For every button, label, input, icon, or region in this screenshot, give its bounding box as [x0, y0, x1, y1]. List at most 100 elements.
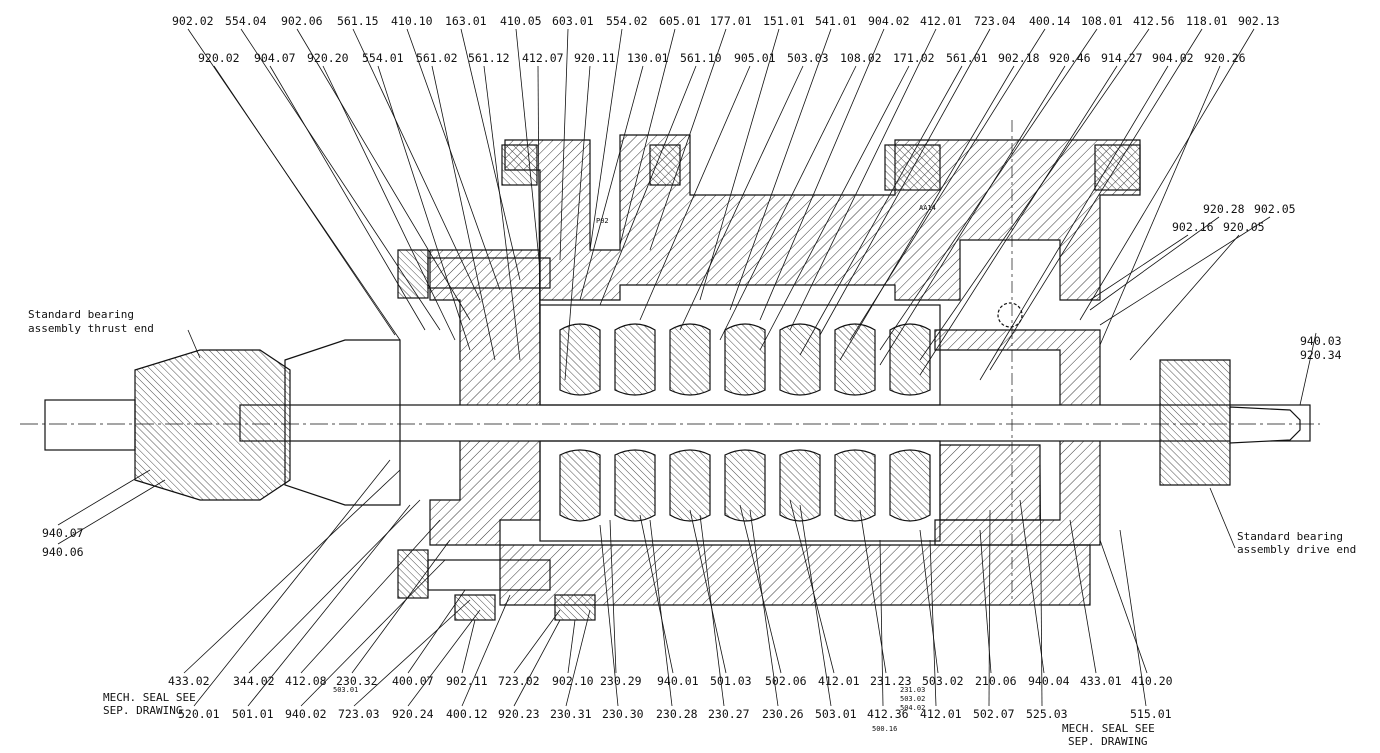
leader-line	[352, 28, 481, 301]
part-label-labels-top-row1-0: 902.02	[172, 14, 214, 28]
leader-line	[879, 539, 884, 707]
part-label-labels-right-0: 920.28	[1203, 202, 1245, 216]
discharge-flange-b	[1094, 144, 1141, 191]
part-label-labels-top-row1-10: 177.01	[710, 14, 752, 28]
part-label-labels-bottom-row1-17: 433.01	[1080, 674, 1122, 688]
leader-line	[649, 519, 673, 707]
part-label-labels-top-row1-18: 412.56	[1133, 14, 1175, 28]
part-label-labels-top-row2-0: 920.02	[198, 51, 240, 65]
part-label-labels-bottom-row1-10: 501.03	[710, 674, 752, 688]
leader-line	[789, 499, 835, 674]
suction-flange	[501, 144, 538, 186]
leader-line	[799, 65, 963, 356]
part-label-labels-top-row2-19: 920.26	[1204, 51, 1246, 65]
thrust-bracket	[284, 339, 401, 506]
leader-line	[1019, 499, 1045, 674]
leader-line	[919, 28, 1150, 361]
leader-line	[988, 509, 991, 707]
leader-line	[589, 28, 623, 251]
small-annotations: 503.01 231.03 503.02 504.02 500.16 P02 A…	[333, 204, 936, 733]
part-label-labels-top-row1-17: 108.01	[1081, 14, 1123, 28]
leader-line	[460, 28, 521, 281]
part-label-labels-bottom-row1-3: 230.32	[336, 674, 378, 688]
part-label-labels-top-row2-18: 904.02	[1152, 51, 1194, 65]
part-label-labels-bottom-row2-5: 400.12	[446, 707, 488, 721]
part-label-labels-top-row1-14: 412.01	[920, 14, 962, 28]
suction-cover	[429, 249, 541, 546]
part-label-labels-bottom-row2-9: 230.28	[656, 707, 698, 721]
part-label-labels-bottom-row1-18: 410.20	[1131, 674, 1173, 688]
leader-line	[1069, 519, 1097, 674]
part-label-labels-left-1: 940.06	[42, 545, 84, 559]
part-label-labels-top-row1-3: 561.15	[337, 14, 379, 28]
note-thrust-end-line2: assembly thrust end	[28, 322, 154, 335]
part-label-labels-right-2: 902.16	[1172, 220, 1214, 234]
note-drive-end-line1: Standard bearing	[1237, 530, 1343, 543]
part-label-labels-top-row1-5: 163.01	[445, 14, 487, 28]
leader-line	[799, 504, 832, 707]
part-label-labels-bottom-row2-1: 501.01	[232, 707, 274, 721]
shaft-right-taper	[1229, 406, 1301, 444]
leader-line	[919, 65, 1118, 376]
part-label-labels-bottom-row2-3: 723.03	[338, 707, 380, 721]
leader-line	[1299, 332, 1317, 406]
part-label-labels-bottom-row2-15: 502.07	[973, 707, 1015, 721]
part-label-labels-bottom-row2-11: 230.26	[762, 707, 804, 721]
leader-line	[749, 509, 779, 707]
part-label-labels-bottom-row1-5: 902.11	[446, 674, 488, 688]
part-label-labels-top-row2-5: 561.12	[468, 51, 510, 65]
part-label-labels-top-row2-3: 554.01	[362, 51, 404, 65]
part-label-labels-top-row1-6: 410.05	[500, 14, 542, 28]
stage-stack	[539, 304, 941, 542]
part-label-labels-bottom-row1-12: 412.01	[818, 674, 860, 688]
leader-line	[689, 509, 727, 674]
leader-line	[407, 609, 481, 707]
part-label-labels-bottom-row2-14: 412.01	[920, 707, 962, 721]
part-label-labels-top-row1-9: 605.01	[659, 14, 701, 28]
leader-line	[879, 65, 1066, 366]
leader-line	[929, 539, 937, 707]
part-label-labels-top-row2-4: 561.02	[416, 51, 458, 65]
leader-line	[322, 65, 456, 341]
leader-line	[406, 28, 501, 291]
part-label-labels-bottom-row1-0: 433.02	[168, 674, 210, 688]
part-label-labels-top-row2-12: 108.02	[840, 51, 882, 65]
leader-line	[483, 65, 521, 361]
leader-line	[759, 65, 910, 351]
part-label-labels-bottom-row2-13: 412.36	[867, 707, 909, 721]
part-label-labels-bottom-row1-7: 902.10	[552, 674, 594, 688]
leader-line	[609, 519, 617, 674]
part-label-labels-bottom-row1-6: 723.02	[498, 674, 540, 688]
leader-line	[1099, 65, 1221, 346]
part-label-labels-bottom-row1-16: 940.04	[1028, 674, 1070, 688]
leader-line	[407, 589, 466, 674]
leader-line	[57, 479, 166, 545]
part-label-labels-bottom-row2-4: 920.24	[392, 707, 434, 721]
small-label-500-16: 500.16	[872, 725, 897, 733]
leader-line	[353, 599, 471, 707]
leader-line	[377, 65, 471, 351]
part-label-labels-top-row2-11: 503.03	[787, 51, 829, 65]
balance-drum	[939, 444, 1041, 521]
leader-line	[579, 65, 644, 301]
leader-line	[564, 65, 591, 381]
leader-line	[679, 65, 804, 331]
note-mech-seal-right-line2: SEP. DRAWING	[1068, 735, 1147, 748]
part-label-labels-top-row1-1: 554.04	[225, 14, 267, 28]
leader-line	[513, 619, 561, 707]
thrust-bearing-housing	[134, 349, 291, 501]
part-label-labels-top-row1-11: 151.01	[763, 14, 805, 28]
leader-line	[296, 28, 471, 321]
casing-lower	[499, 544, 1091, 606]
small-label-p02: P02	[596, 217, 609, 225]
part-label-labels-bottom-row2-10: 230.27	[708, 707, 750, 721]
part-label-labels-bottom-row1-2: 412.08	[285, 674, 327, 688]
leader-line	[979, 65, 1169, 381]
leader-line	[919, 529, 939, 674]
part-label-labels-top-row2-10: 905.01	[734, 51, 776, 65]
leader-line	[248, 499, 421, 674]
leader-line	[1089, 234, 1189, 301]
drain-plug-bottom-2	[554, 594, 596, 621]
leader-line	[565, 609, 591, 707]
